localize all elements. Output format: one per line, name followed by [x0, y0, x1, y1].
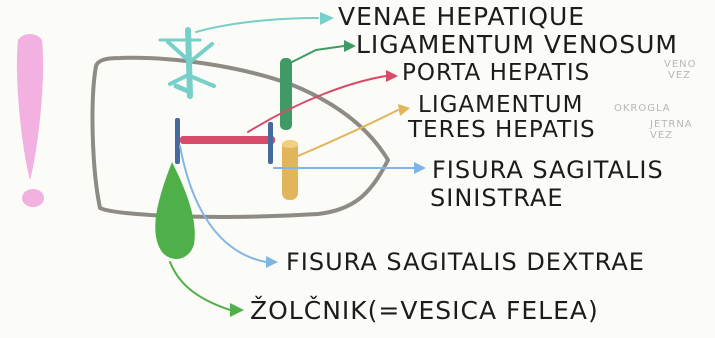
ligamentum-venosum-shape — [280, 58, 292, 130]
liver-outline — [90, 55, 390, 219]
exclamation-mark-dot — [22, 189, 44, 207]
arrowhead-venae — [320, 12, 334, 25]
label-porta-hepatis: PORTA HEPATIS — [402, 60, 591, 86]
label-ligamentum-teres-line1: LIGAMENTUM — [418, 92, 584, 118]
label-fissure-sinistrae-line1: FISURA SAGITALIS — [432, 156, 664, 184]
arrow-fissure-dextrae — [179, 145, 267, 263]
arrowhead-ligamentum-venosum — [344, 40, 356, 52]
hepatic-veins — [158, 27, 216, 99]
label-fissure-sinistrae-line2: SINISTRAE — [430, 184, 564, 212]
exclamation-mark-stem — [16, 34, 44, 180]
ligamentum-teres-top — [282, 140, 298, 148]
arrowhead-teres — [398, 104, 410, 116]
arrowhead-fissure-sinistrae — [414, 162, 426, 174]
arrow-ligamentum-venosum — [287, 45, 345, 65]
ligamentum-teres-shape — [282, 140, 298, 200]
note-porta-line1: VENO — [664, 59, 697, 70]
label-venae-hepatique: VENAE HEPATIQUE — [338, 2, 586, 31]
gallbladder-shape — [155, 162, 195, 259]
arrow-porta — [247, 75, 387, 133]
arrow-venae — [195, 17, 319, 33]
arrowhead-porta — [386, 70, 398, 82]
arrow-gallbladder — [169, 261, 231, 311]
note-teres-line3: VEZ — [650, 130, 674, 141]
note-teres-line1: OKROGLA — [614, 103, 671, 114]
label-ligamentum-venosum: LIGAMENTUM VENOSUM — [356, 30, 678, 59]
label-fissure-dextrae: FISURA SAGITALIS DEXTRAE — [286, 248, 645, 276]
left-fissure-mark — [175, 118, 180, 164]
arrowhead-fissure-dextrae — [266, 256, 278, 268]
note-teres-line2: JETRNA — [650, 119, 693, 130]
label-gallbladder: ŽOLČNIK(=VESICA FELEA) — [250, 296, 599, 325]
note-porta-line2: VEZ — [668, 70, 692, 81]
right-fissure-mark — [268, 122, 273, 164]
label-ligamentum-teres-line2: TERES HEPATIS — [408, 117, 596, 143]
porta-hepatis-shape — [180, 136, 275, 144]
arrow-teres — [297, 109, 399, 157]
arrowhead-gallbladder — [230, 303, 244, 317]
